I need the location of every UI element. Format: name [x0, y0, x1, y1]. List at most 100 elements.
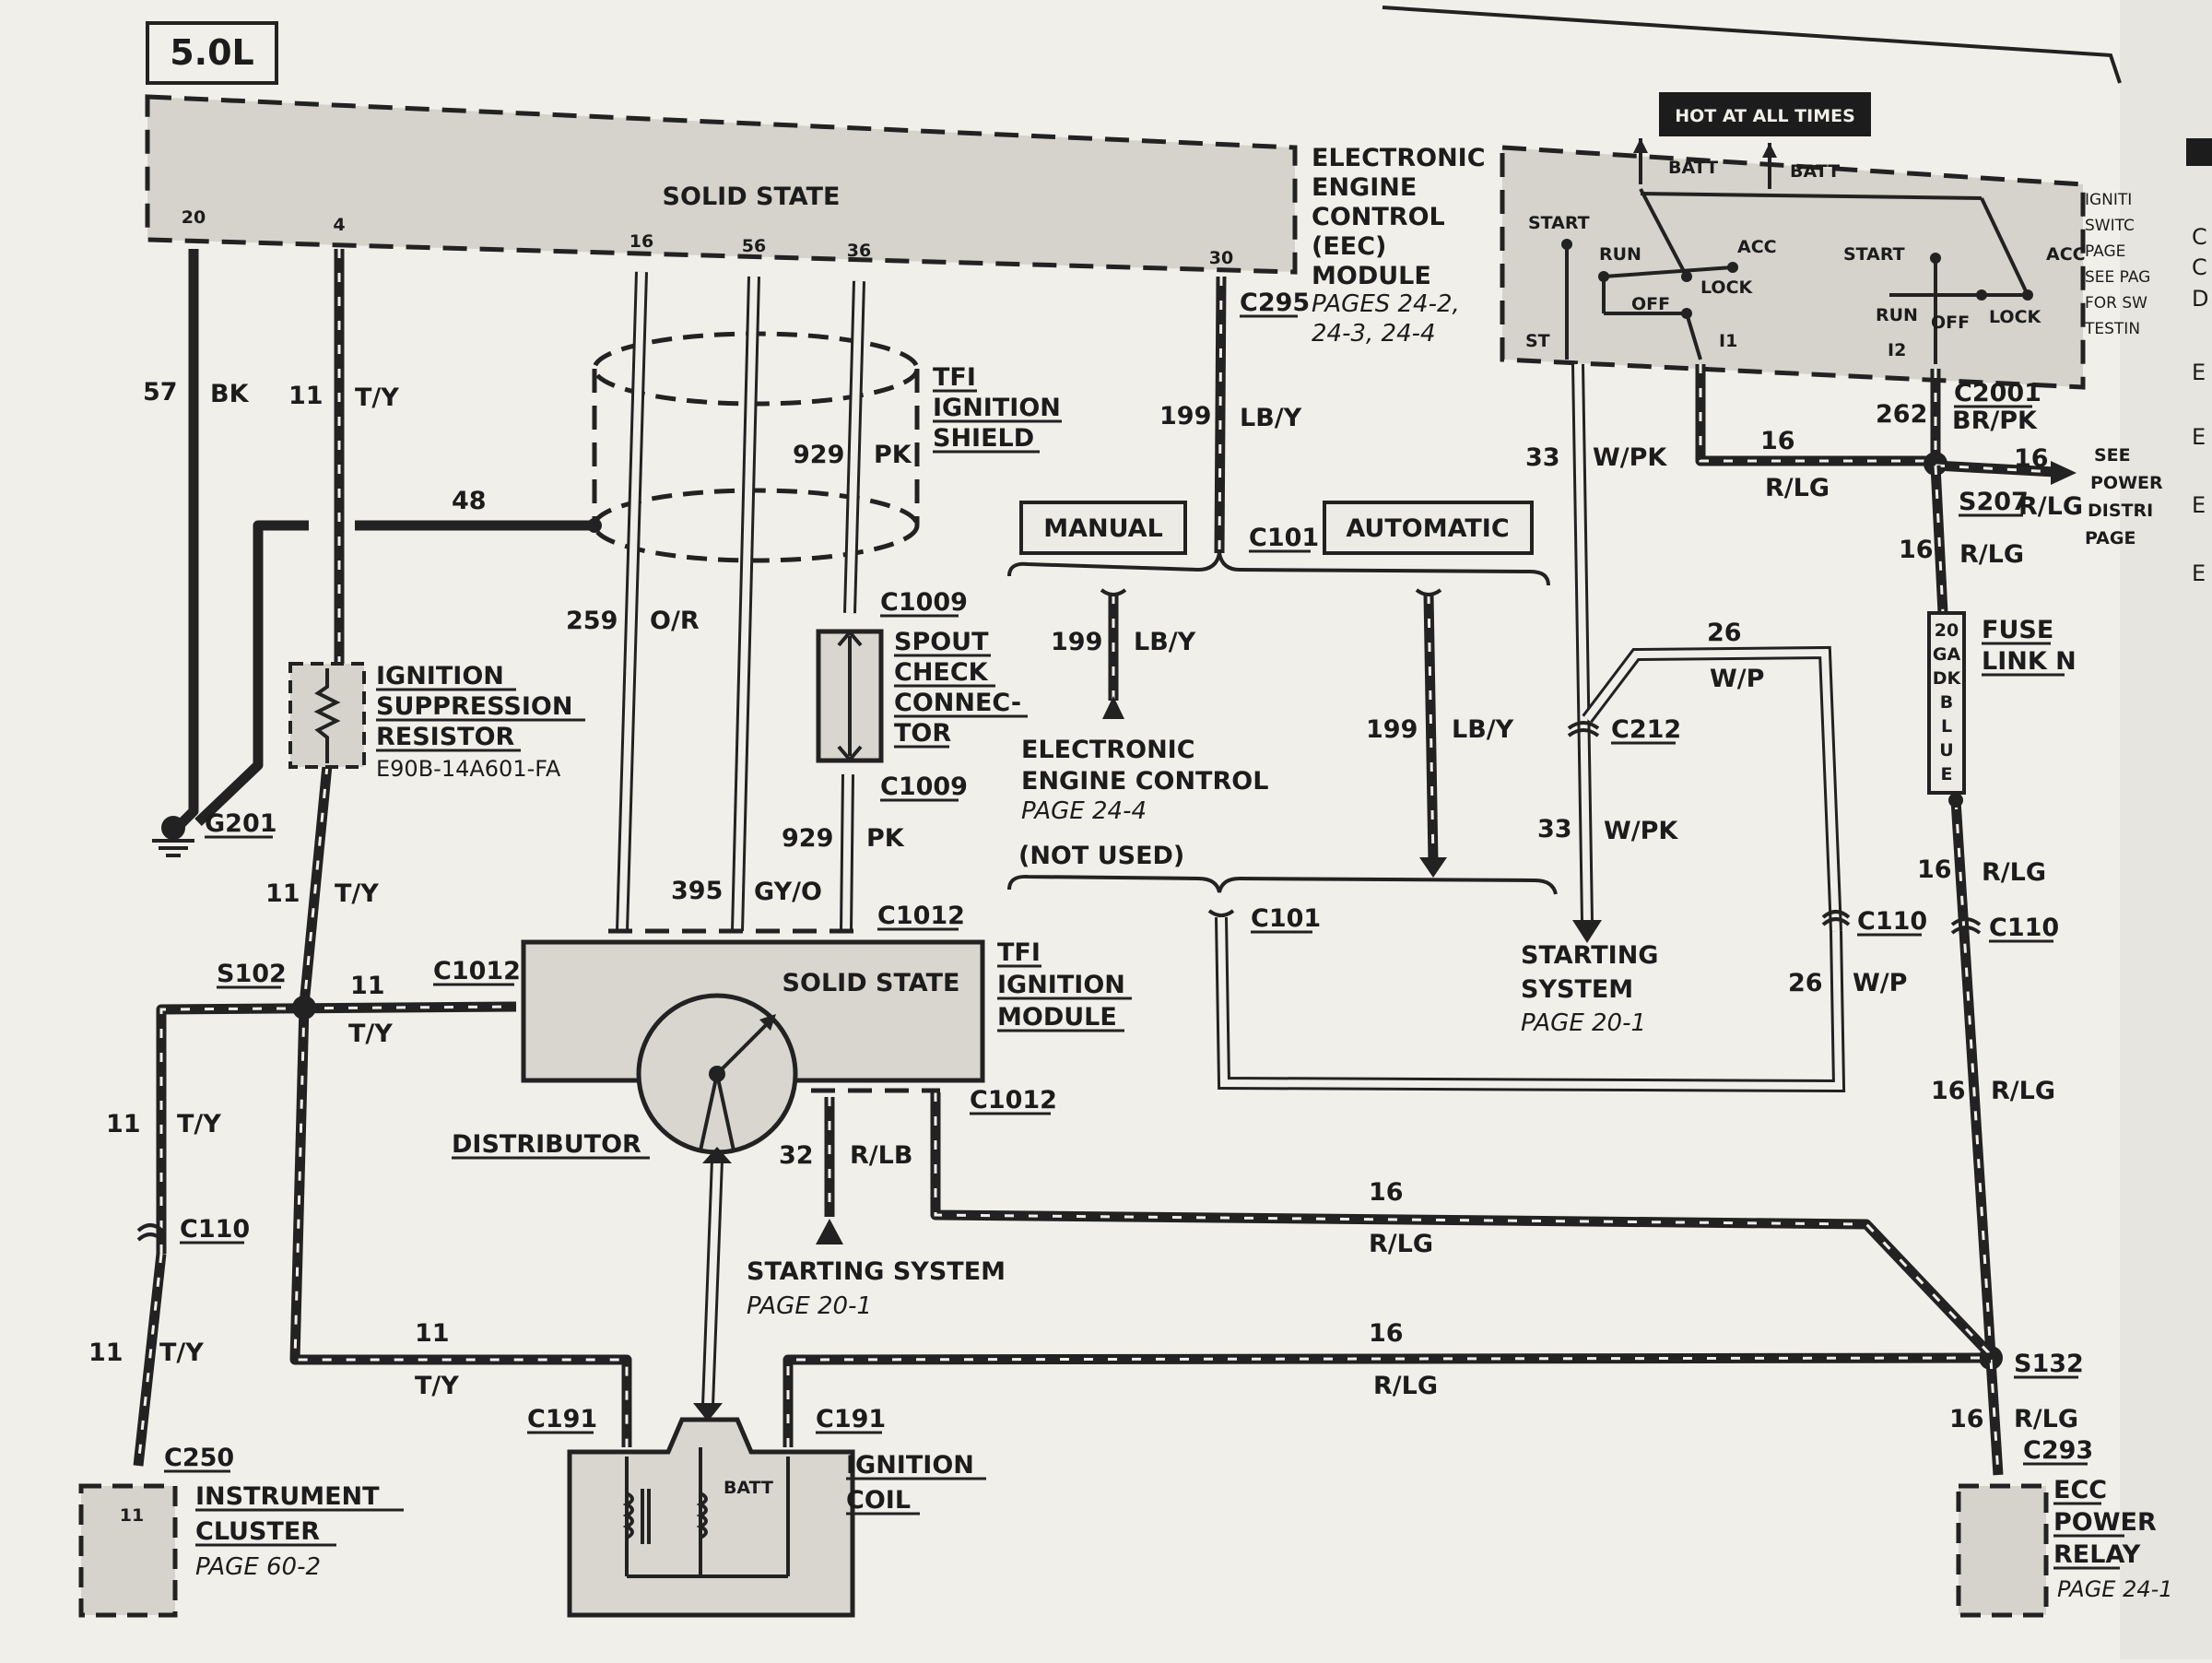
wire-33a-num: 33: [1525, 443, 1560, 472]
switch-side-3: PAGE: [2085, 242, 2125, 261]
suppression-1: IGNITION: [376, 662, 504, 690]
page-right-tab: [2186, 138, 2212, 166]
eec-pin-56: 56: [742, 236, 766, 256]
eec-title-3: CONTROL: [1312, 203, 1445, 231]
ignition-switch-contacts: [1565, 138, 2030, 364]
starting-system-right-2: SYSTEM: [1521, 975, 1633, 1004]
fuse-text: GA: [1933, 644, 1961, 665]
starting-system-right-1: STARTING: [1521, 941, 1658, 970]
eec-pin-20: 20: [182, 207, 206, 228]
wire-11a-num: 11: [288, 382, 324, 410]
splice-s207-label: S207: [1959, 488, 2029, 516]
wire-199-automatic: [1423, 594, 1439, 863]
wire-16c-col: R/LG: [1765, 474, 1830, 502]
fuse-link-text: 20 GA DK B L U E: [1933, 620, 1962, 784]
wire-929a-num: 929: [793, 441, 844, 469]
eec-inner-label: SOLID STATE: [663, 183, 841, 211]
starting-system-left-page: PAGE 20-1: [747, 1292, 872, 1320]
wire-395-col: GY/O: [754, 878, 822, 906]
manual-connector-cap: [1100, 588, 1127, 596]
connector-c101-bottom: C101: [1251, 904, 1321, 933]
ecc-relay-page: PAGE 24-1: [2057, 1576, 2173, 1602]
starting-system-right-page: PAGE 20-1: [1521, 1009, 1646, 1037]
manual-box: [1019, 501, 1187, 555]
ignition-coil-box: [567, 1417, 855, 1618]
margin-letter: E: [2192, 560, 2206, 586]
eec-module-box: [147, 97, 1295, 272]
wire-33a-col: W/PK: [1593, 443, 1667, 472]
spout-arrow-up: [837, 629, 863, 647]
switch-acc-right: ACC: [2046, 244, 2086, 265]
ignition-coil-1: IGNITION: [846, 1451, 974, 1480]
wire-57-num: 57: [143, 378, 178, 407]
connector-c110-right: C110: [1989, 914, 2059, 942]
eec-note-2: ENGINE CONTROL: [1021, 767, 1268, 796]
wire-929-pk-bot-in: [842, 773, 852, 932]
switch-batt-left: BATT: [1668, 158, 1718, 178]
switch-labels: BATT BATT START RUN ACC LOCK OFF START A…: [1525, 158, 2086, 360]
wire-16d-col: R/LG: [2018, 492, 2083, 521]
wire-11a-col: T/Y: [355, 383, 399, 412]
batt-arrow-right: [1762, 143, 1777, 158]
c110-symbol-mid: [1821, 910, 1851, 926]
switch-line: [1980, 197, 2030, 296]
option-bracket-bottom: [1007, 874, 1558, 895]
wire-11f-num: 11: [415, 1319, 450, 1348]
eec-note-page: PAGE 24-4: [1021, 797, 1147, 825]
fuse-text: 20: [1935, 620, 1959, 641]
splice-s132-label: S132: [2014, 1350, 2084, 1378]
fuse-text: U: [1939, 740, 1953, 761]
wire-199a-col: LB/Y: [1240, 404, 1302, 432]
margin-letter: E: [2192, 492, 2206, 518]
wire-33-wpk-in: [1574, 363, 1591, 923]
power-dist-4: PAGE: [2085, 528, 2136, 548]
resistor-zigzag: [313, 668, 341, 763]
instrument-cluster-outline: [78, 1483, 178, 1618]
power-dist-3: DISTRI: [2088, 501, 2153, 521]
eec-module-outline: [145, 94, 1298, 275]
connector-c1012-left: C1012: [433, 957, 521, 985]
switch-side-2: SWITC: [2085, 217, 2135, 235]
wire-259-num: 259: [566, 607, 618, 635]
wire-26-wp: [1582, 645, 1842, 932]
wire-16b-num: 16: [1369, 1319, 1404, 1348]
wire-16d-num: 16: [2014, 444, 2049, 473]
wire-262-num: 262: [1876, 400, 1927, 429]
connector-labels: C295 C101 C101 C1009 C1009 C1012 C1012 C…: [164, 289, 2093, 1473]
wire-929b-num: 929: [782, 824, 833, 853]
wire-16e-col: R/LG: [1959, 540, 2024, 569]
margin-letter: D: [2192, 286, 2208, 312]
wire-929-pk-top-in: [846, 280, 863, 614]
wire-11-ty-main-stripe: [293, 249, 629, 1447]
switch-batt-right: BATT: [1790, 161, 1840, 182]
ecc-relay-outline: [1956, 1483, 2049, 1618]
coil-primary: [622, 1492, 634, 1539]
page-top-edge-shadow: [1382, 6, 2122, 84]
not-used: (NOT USED): [1018, 842, 1184, 870]
wire-199-lby-top: [1214, 276, 1227, 554]
wire-11-ty-to-cluster: [133, 1253, 167, 1467]
connector-c191-left: C191: [527, 1405, 597, 1433]
ground-node: [161, 816, 185, 840]
engine-label: 5.0L: [170, 32, 254, 73]
batt-arrow-left: [1633, 138, 1648, 153]
switch-side-4: SEE PAG: [2085, 268, 2150, 287]
ground-g201-label: G201: [205, 809, 277, 838]
wire-16h-num: 16: [1949, 1405, 1984, 1433]
power-dist-1: SEE: [2094, 445, 2131, 466]
connector-c2001: C2001: [1954, 379, 2041, 407]
power-dist-2: POWER: [2090, 473, 2163, 493]
margin-letter: C: [2192, 254, 2207, 280]
ecc-relay-3: RELAY: [2053, 1540, 2141, 1569]
spout-4: TOR: [894, 719, 951, 748]
tfi-module-2: IGNITION: [997, 971, 1125, 999]
connector-c1009-top: C1009: [880, 588, 968, 617]
wire-26b-num: 26: [1788, 969, 1823, 997]
coil-arrow-up: [702, 1147, 732, 1163]
tfi-shield-3: SHIELD: [933, 424, 1034, 453]
wire-262-col: BR/PK: [1952, 407, 2038, 435]
fuse-node: [1948, 793, 1963, 808]
ignition-switch-box: [1502, 147, 2083, 387]
eec-note-1: ELECTRONIC: [1021, 736, 1195, 764]
splice-s102-label: S102: [217, 960, 287, 988]
